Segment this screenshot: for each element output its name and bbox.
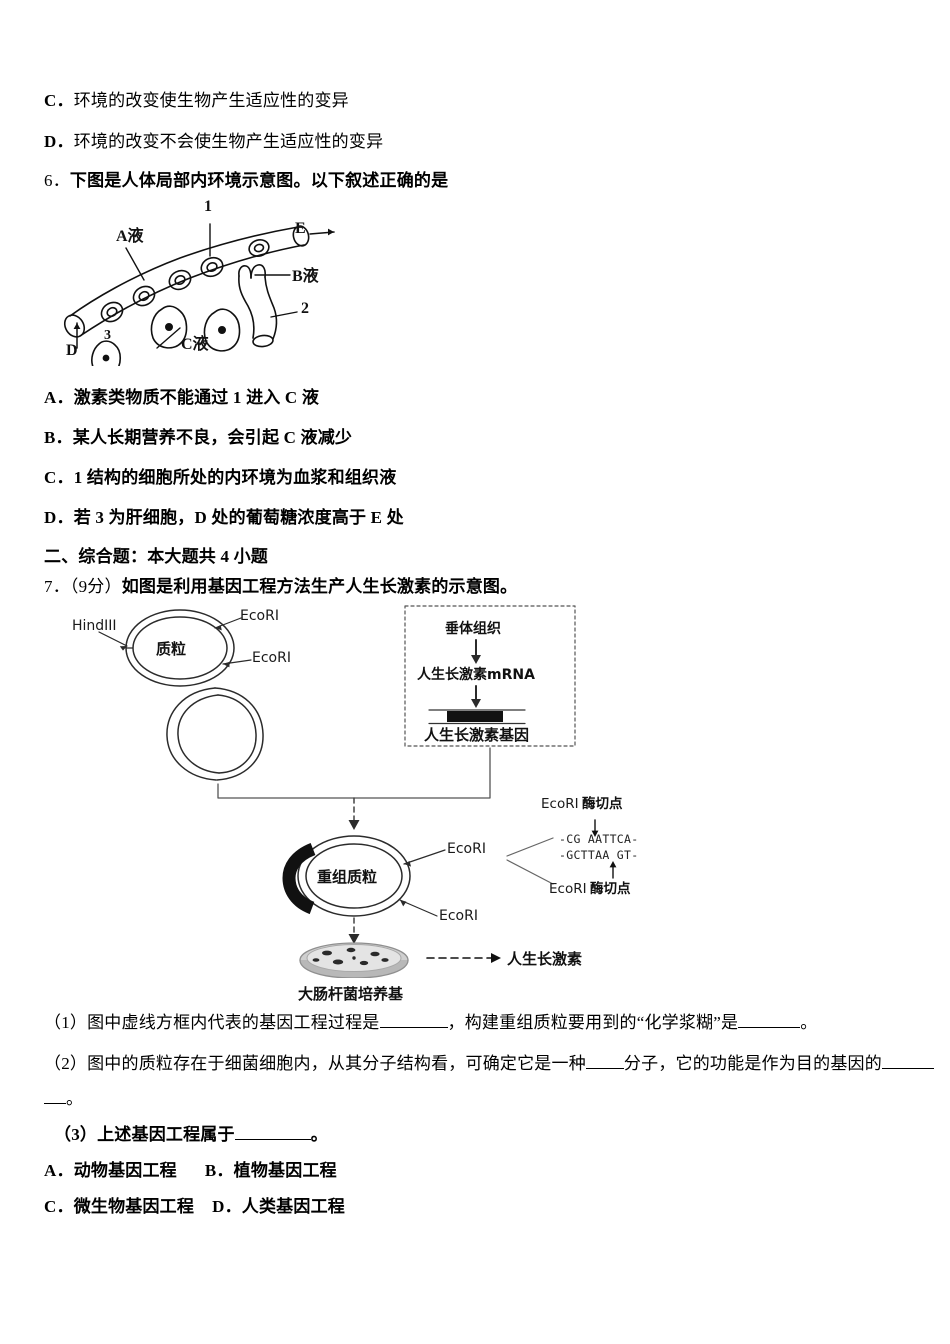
q5-option-d-letter: D． [44,132,74,151]
q7-sub2-number: （2） [44,1054,88,1073]
q7-sub2-line2-text: 。 [66,1089,84,1108]
q7-sub1-text-a: 图中虚线方框内代表的基因工程过程是 [87,1013,380,1032]
q7-sub3-text-b: 。 [310,1125,328,1144]
dna-top-strand: -CG AATTCA- [559,832,639,846]
q6-option-c: C．1 结构的细胞所处的内环境为血浆和组织液 [44,467,396,489]
plasmid-label: 质粒 [156,640,187,658]
q7-choice-b-letter: B． [204,1161,234,1180]
q7-sub3-blank[interactable] [234,1139,311,1140]
growth-hormone-product-label: 人生长激素 [507,950,583,968]
q7-choice-a-text: 动物基因工程 [73,1161,177,1180]
label-3: 3 [104,328,111,343]
cutsite-bottom-text: 酶切点 [590,881,631,897]
q6-option-a-letter: A． [44,388,74,407]
section2-heading: 二、综合题：本大题共 4 小题 [44,547,268,566]
ecori-label-top: EcoRI [240,608,279,624]
q6-option-c-letter: C． [44,468,74,487]
q7-sub1-text-c: 。 [800,1013,818,1032]
label-a-fluid: A液 [116,228,144,245]
gene-engineering-figure: HindIII EcoRI EcoRI 质粒 垂体组织 人生长激素mRNA 人生… [55,598,665,1003]
q7-choice-d-text: 人类基因工程 [241,1197,345,1216]
ecori-label-recomb-bottom: EcoRI [439,908,478,924]
q6-number: 6． [44,171,70,190]
q6-stem-text: 下图是人体局部内环境示意图。以下叙述正确的是 [69,171,449,190]
ecori-label-recomb-top: EcoRI [447,841,486,857]
label-c-fluid: C液 [181,336,209,353]
q5-option-c-text: 环境的改变使生物产生适应性的变异 [73,91,349,110]
q7-stem-text: 如图是利用基因工程方法生产人生长激素的示意图。 [121,577,518,596]
q7-sub1: （1）图中虚线方框内代表的基因工程过程是 ，构建重组质粒要用到的“化学浆糊”是 。 [44,1012,817,1034]
q7-choice-a-letter: A． [44,1161,74,1180]
q7-choices-row-1: A．动物基因工程 B．植物基因工程 [44,1160,337,1182]
label-2: 2 [301,300,309,317]
q7-sub1-number: （1） [44,1013,88,1032]
pituitary-tissue-label: 垂体组织 [445,621,501,637]
label-b-fluid: B液 [292,268,319,285]
q7-sub3: （3）上述基因工程属于 。 [54,1124,328,1146]
q5-option-d-text: 环境的改变不会使生物产生适应性的变异 [73,132,384,151]
growth-hormone-gene-label: 人生长激素基因 [424,726,530,744]
q5-option-c: C．环境的改变使生物产生适应性的变异 [44,90,349,112]
q7-choice-d-letter: D． [212,1197,242,1216]
q7-sub2-blank-2[interactable] [881,1068,934,1069]
q6-option-b-letter: B． [44,428,73,447]
q5-option-d: D．环境的改变不会使生物产生适应性的变异 [44,131,383,153]
hindiii-label: HindIII [72,618,117,634]
q7-sub1-blank-2[interactable] [738,1027,801,1028]
label-1: 1 [204,198,212,215]
q7-sub1-text-b: ，构建重组质粒要用到的“化学浆糊”是 [447,1013,739,1032]
gene-engineering-svg [98,605,617,978]
q6-option-d-letter: D． [44,508,74,527]
mrna-label: 人生长激素mRNA [417,667,535,683]
q6-stem: 6．下图是人体局部内环境示意图。以下叙述正确的是 [44,170,448,192]
q6-option-a: A．激素类物质不能通过 1 进入 C 液 [44,387,319,409]
ecoli-culture-label: 大肠杆菌培养基 [298,985,404,1003]
recombinant-plasmid-label: 重组质粒 [317,868,378,886]
dna-bottom-strand: -GCTTAA GT- [559,848,639,862]
q7-number: 7． [44,577,70,596]
ecori-cutsite-bottom-label: EcoRI [549,881,587,897]
q7-sub2-blank-1[interactable] [585,1068,624,1069]
q7-choices-row-2: C．微生物基因工程 D．人类基因工程 [44,1196,345,1218]
cutsite-top-text: 酶切点 [582,796,623,812]
ecori-label-second: EcoRI [252,650,291,666]
q7-sub2-text-b: 分子，它的功能是作为目的基因的 [623,1054,882,1073]
q7-score: （9分） [69,577,122,596]
internal-environment-svg [63,223,335,366]
q7-sub1-blank-1[interactable] [379,1027,448,1028]
q6-option-b: B．某人长期营养不良，会引起 C 液减少 [44,427,352,449]
q6-option-d: D．若 3 为肝细胞，D 处的葡萄糖浓度高于 E 处 [44,507,404,529]
q6-option-d-text: 若 3 为肝细胞，D 处的葡萄糖浓度高于 E 处 [73,508,404,527]
ecori-cutsite-top-label: EcoRI [541,796,579,812]
q7-choice-b-text: 植物基因工程 [233,1161,337,1180]
q6-option-b-text: 某人长期营养不良，会引起 C 液减少 [72,428,353,447]
q7-choice-c-text: 微生物基因工程 [73,1197,195,1216]
q7-sub2-line2: 。 [44,1088,83,1110]
q7-sub3-text-a: 上述基因工程属于 [97,1125,235,1144]
q7-stem: 7．（9分）如图是利用基因工程方法生产人生长激素的示意图。 [44,576,517,598]
q7-sub2-text-a: 图中的质粒存在于细菌细胞内，从其分子结构看，可确定它是一种 [87,1054,586,1073]
label-e: E [295,220,306,237]
q6-option-c-text: 1 结构的细胞所处的内环境为血浆和组织液 [73,468,397,487]
q7-sub3-number: （3） [54,1125,98,1144]
q5-option-c-letter: C． [44,91,74,110]
internal-environment-figure: A液 1 E B液 2 C液 D 3 [52,196,352,366]
label-d: D [66,342,78,359]
q7-choice-c-letter: C． [44,1197,74,1216]
q7-sub2: （2）图中的质粒存在于细菌细胞内，从其分子结构看，可确定它是一种 分子，它的功能是… [44,1053,934,1075]
q6-option-a-text: 激素类物质不能通过 1 进入 C 液 [73,388,320,407]
q7-sub2-blank-3[interactable] [44,1103,66,1104]
